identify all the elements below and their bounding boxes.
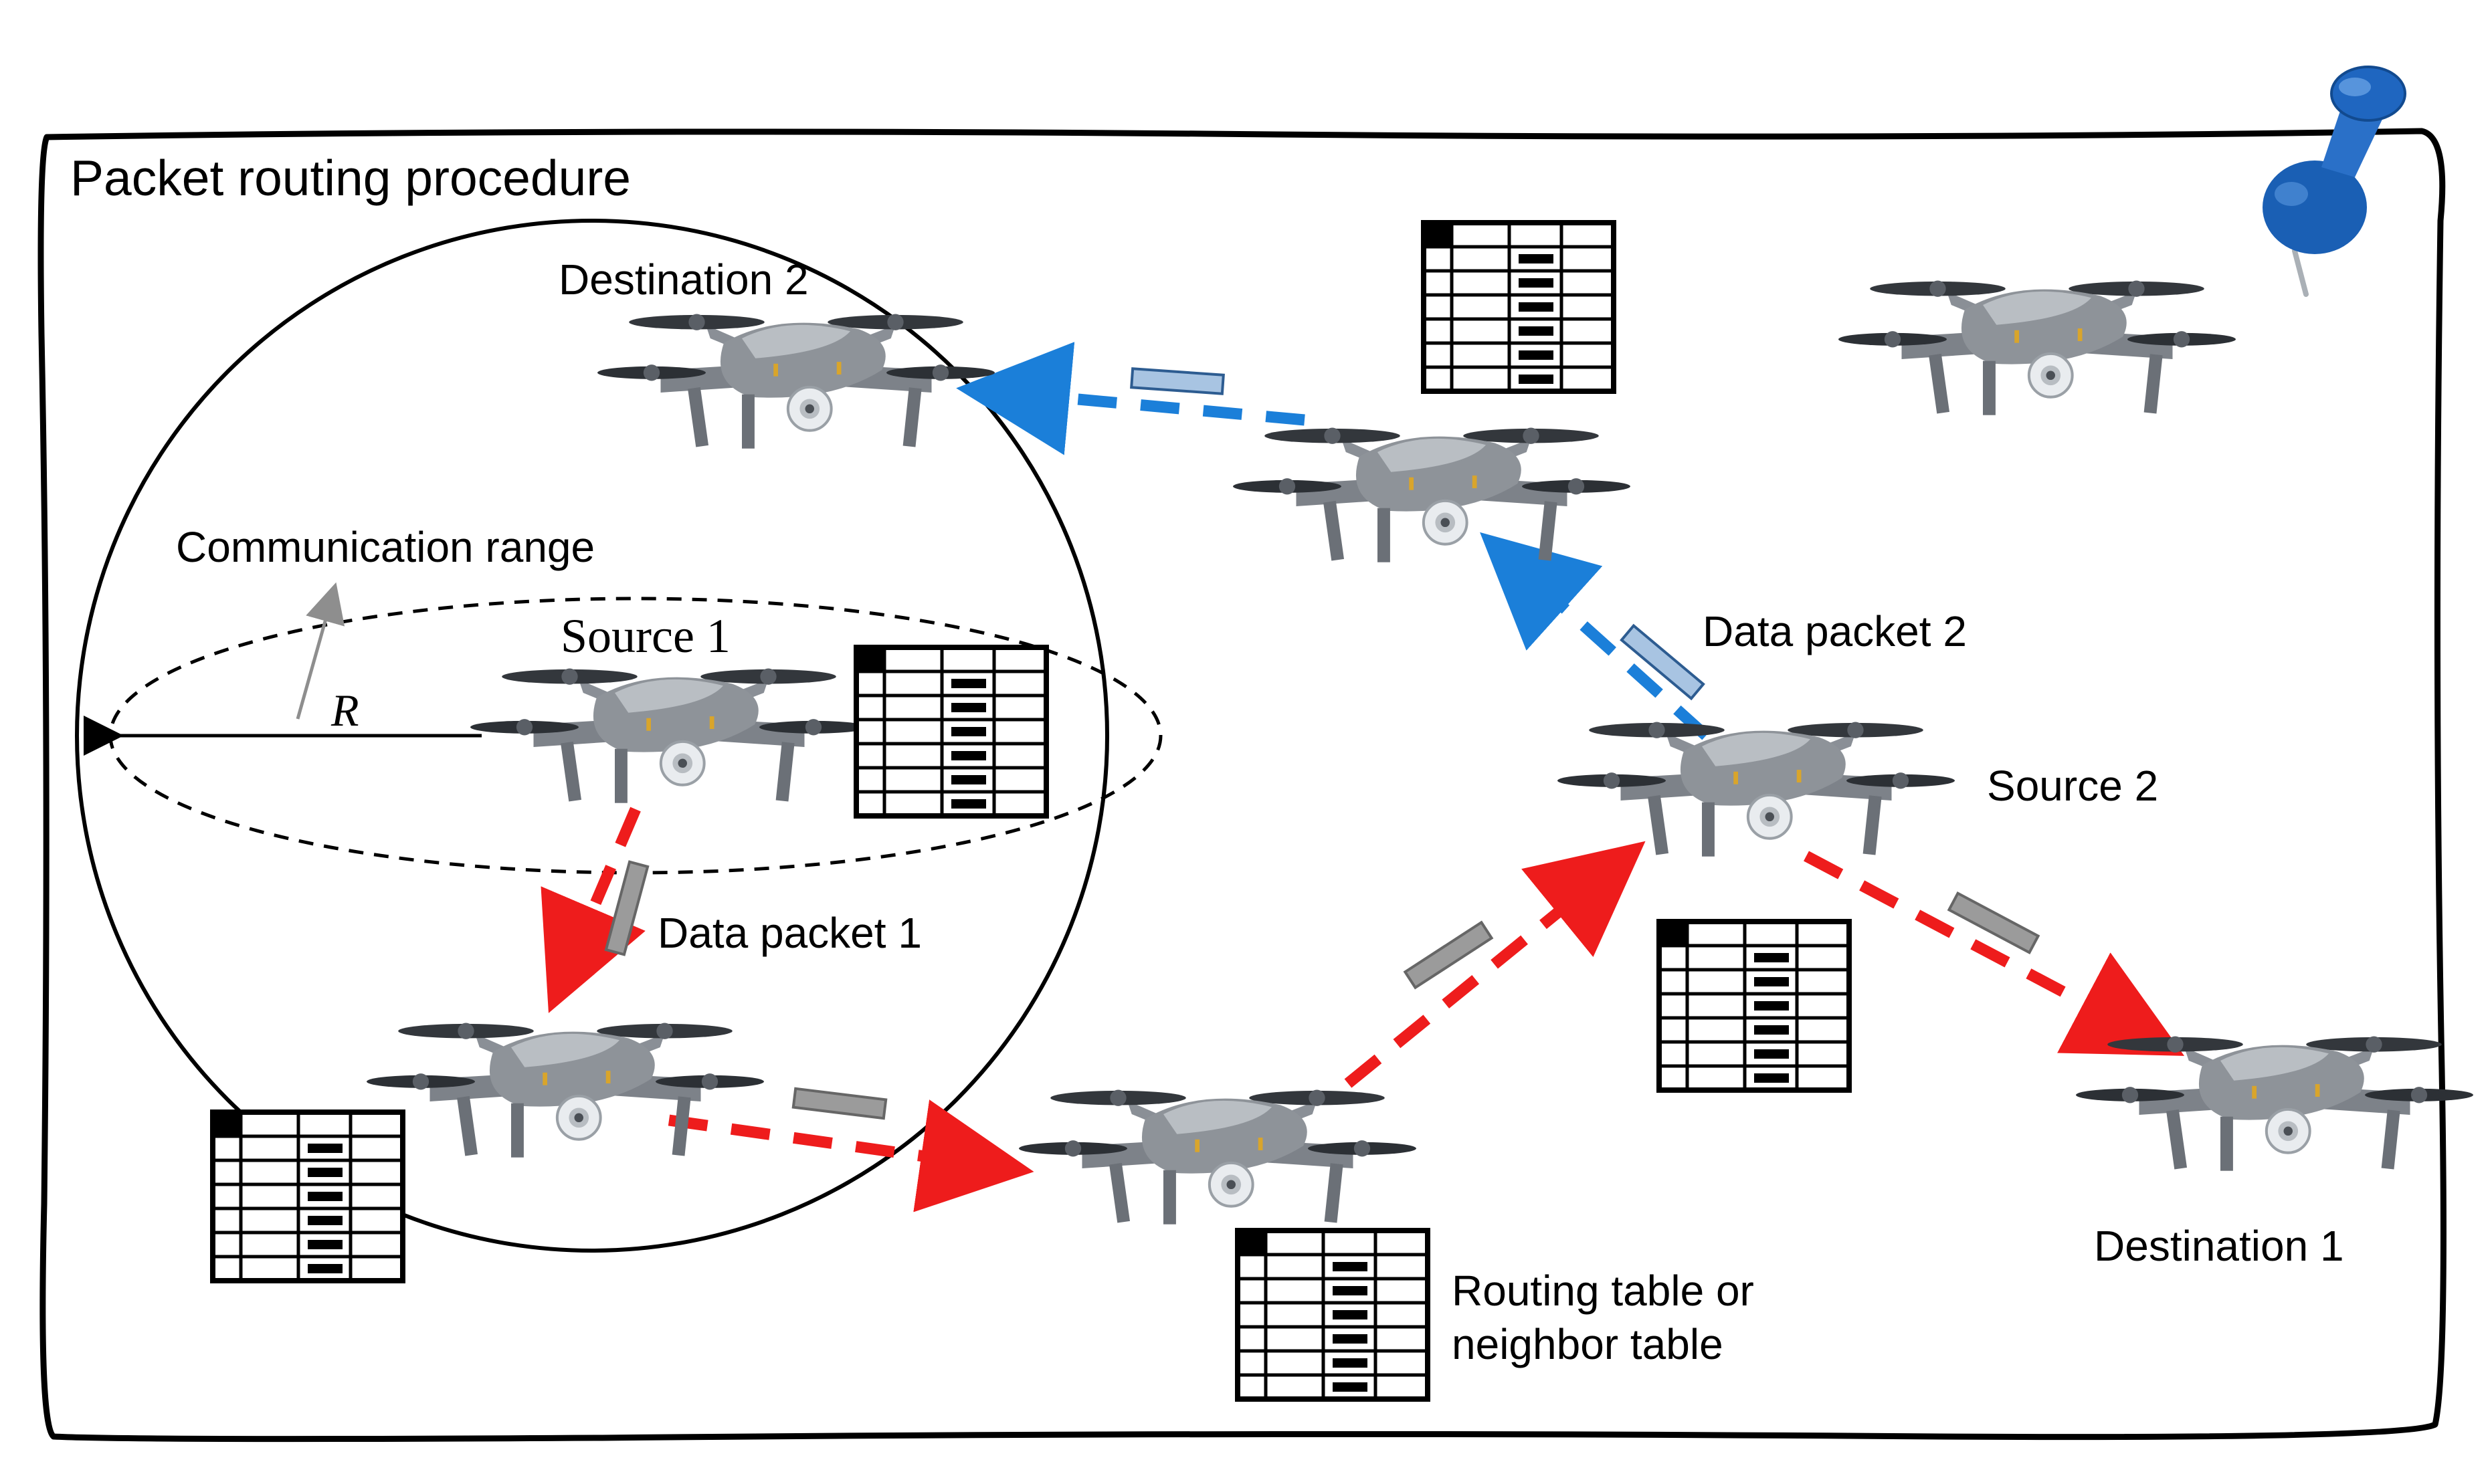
data-packet-icon bbox=[1620, 623, 1705, 701]
label-source-1: Source 1 bbox=[561, 609, 731, 663]
drone-icon bbox=[1838, 281, 2236, 415]
label-destination-1: Destination 1 bbox=[2094, 1222, 2344, 1270]
diagram-title: Packet routing procedure bbox=[70, 150, 631, 206]
drone-icon bbox=[1019, 1090, 1416, 1225]
routing-table-icon bbox=[856, 647, 1046, 816]
label-data-packet-1: Data packet 1 bbox=[658, 909, 922, 957]
label-routing-table-line2: neighbor table bbox=[1452, 1320, 1723, 1368]
routing-table-icon bbox=[1424, 223, 1614, 391]
label-data-packet-2: Data packet 2 bbox=[1703, 607, 1967, 655]
diagram-frame bbox=[37, 128, 2447, 1443]
label-communication-range: Communication range bbox=[176, 523, 595, 571]
route-1-segment bbox=[1804, 851, 2185, 1056]
drone-icon bbox=[1557, 722, 1955, 857]
route-1 bbox=[541, 807, 2185, 1212]
routing-table-icon bbox=[213, 1112, 403, 1281]
routing-table-icon bbox=[1238, 1231, 1428, 1399]
route-2-segment bbox=[956, 342, 1305, 455]
data-packet-icon bbox=[791, 1087, 888, 1120]
route-1-segment bbox=[668, 1099, 1034, 1212]
routing-table-icon bbox=[1659, 922, 1849, 1090]
pushpin-icon bbox=[2263, 66, 2406, 297]
drone-icon bbox=[2076, 1037, 2473, 1171]
data-packet-icon bbox=[1403, 920, 1494, 990]
route-1-segment bbox=[541, 807, 646, 1013]
route-1-segment bbox=[1344, 841, 1646, 1088]
data-packet-icon bbox=[604, 860, 650, 956]
drone-icon bbox=[470, 669, 868, 803]
drone-icon bbox=[1233, 428, 1630, 562]
label-source-2: Source 2 bbox=[1987, 762, 2158, 810]
drone-icon bbox=[367, 1023, 764, 1158]
label-routing-table-line1: Routing table or bbox=[1452, 1267, 1754, 1315]
drone-icon bbox=[597, 314, 995, 449]
route-2 bbox=[956, 342, 1710, 740]
communication-range-circle bbox=[75, 219, 1109, 1253]
route-2-segment bbox=[1480, 532, 1710, 740]
data-packet-icon bbox=[1130, 367, 1225, 395]
label-destination-2: Destination 2 bbox=[559, 255, 809, 304]
label-radius: R bbox=[330, 685, 359, 736]
range-pointer-arrow bbox=[296, 582, 345, 720]
data-packet-icon bbox=[1947, 891, 2040, 954]
